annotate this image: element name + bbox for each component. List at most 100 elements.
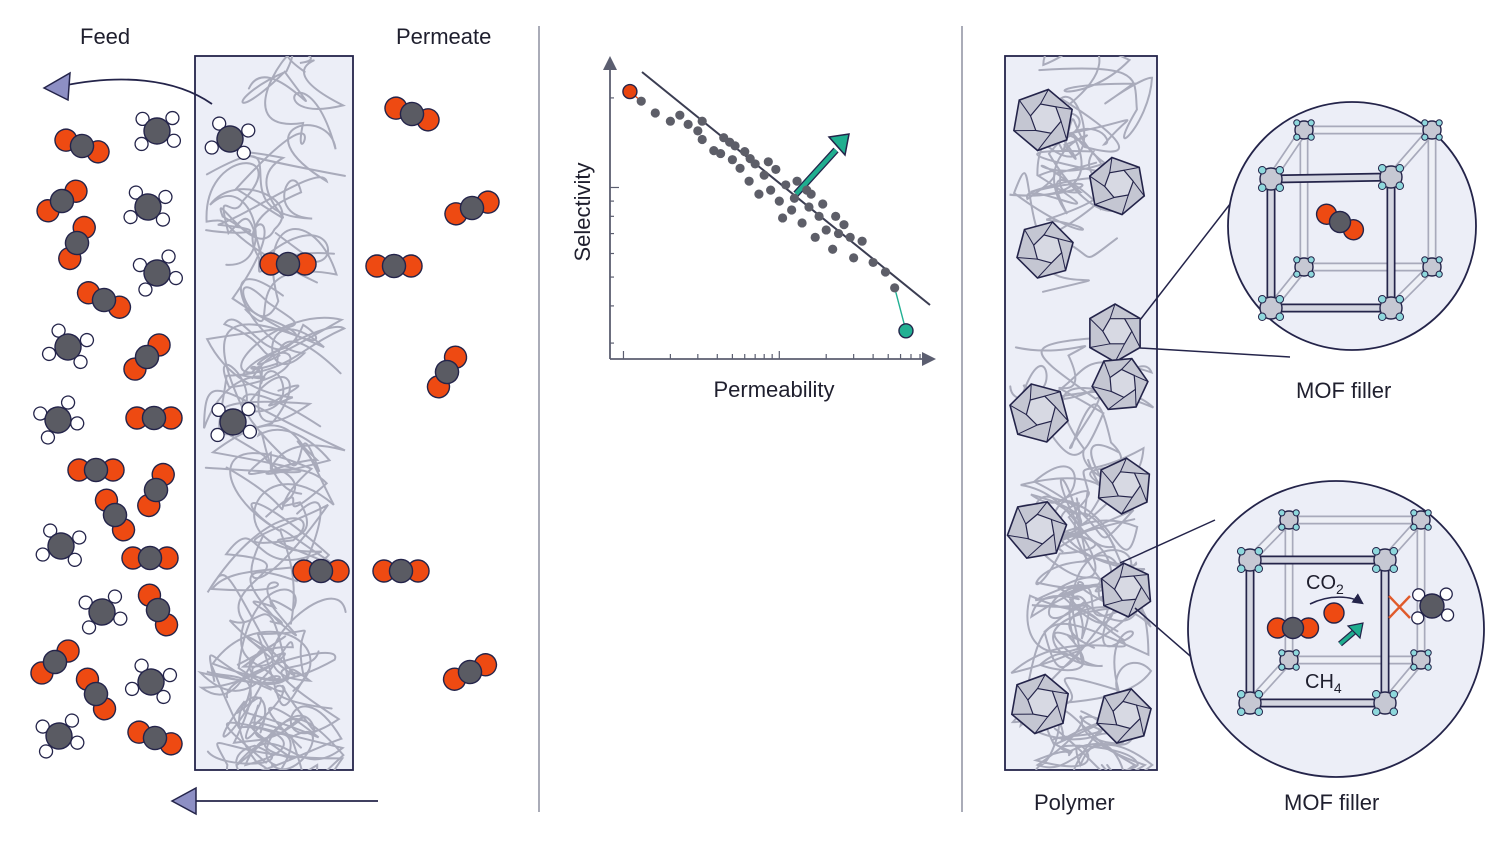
metal-node <box>1422 120 1443 141</box>
feed-label: Feed <box>80 24 130 50</box>
bottom-arrow-head <box>172 788 196 814</box>
metal-node <box>1372 690 1397 715</box>
node-atom <box>1396 295 1403 302</box>
mof-filler-bottom-label: MOF filler <box>1284 790 1379 816</box>
data-point <box>778 213 787 222</box>
metal-node <box>1237 547 1262 572</box>
x-axis-label: Permeability <box>713 377 834 402</box>
co2-molecule <box>373 559 429 582</box>
metal-node <box>1378 295 1403 320</box>
node-atom <box>1308 120 1314 126</box>
linker-strut-fill <box>1271 177 1391 179</box>
node-atom <box>1294 271 1300 277</box>
metal-node <box>1279 510 1300 531</box>
co2-molecule <box>55 213 100 274</box>
data-point <box>831 212 840 221</box>
data-point <box>890 283 899 292</box>
data-point <box>804 202 813 211</box>
node-atom <box>1308 271 1314 277</box>
data-point <box>775 197 784 206</box>
ch4-molecule <box>34 713 85 759</box>
data-point <box>814 212 823 221</box>
co2-molecule <box>260 252 316 275</box>
metal-node <box>1411 510 1432 531</box>
robeson-chart: Permeability Selectivity <box>570 56 936 402</box>
data-point <box>675 111 684 120</box>
node-atom <box>1436 120 1442 126</box>
co2-molecule <box>423 342 471 402</box>
permeate-label: Permeate <box>396 24 491 50</box>
node-atom <box>1436 271 1442 277</box>
polymer-label: Polymer <box>1034 790 1115 816</box>
node-atom <box>1237 708 1244 715</box>
node-atom <box>1255 708 1262 715</box>
co2-molecule <box>74 278 135 323</box>
co2-molecule <box>366 254 422 277</box>
data-point <box>744 177 753 186</box>
node-atom <box>1255 547 1262 554</box>
ch4-molecule <box>135 112 180 151</box>
node-atom <box>1396 182 1403 189</box>
data-point <box>728 155 737 164</box>
node-atom <box>1390 690 1397 697</box>
metal-node <box>1422 257 1443 278</box>
data-point <box>781 180 790 189</box>
carbon-atom <box>142 406 165 429</box>
carbon-atom <box>84 458 107 481</box>
carbon-atom <box>382 254 405 277</box>
node-atom <box>1436 134 1442 140</box>
node-atom <box>1411 510 1417 516</box>
node-atom <box>1396 164 1403 171</box>
node-atom <box>1276 184 1283 191</box>
hydrogen-atom <box>211 428 224 441</box>
co2-molecule <box>440 650 501 695</box>
hydrogen-atom <box>135 137 148 150</box>
mof-filler-top-label: MOF filler <box>1296 378 1391 404</box>
co2-molecule <box>293 559 349 582</box>
carbon-atom <box>389 559 412 582</box>
node-atom <box>1411 650 1417 656</box>
carbon-atom <box>309 559 332 582</box>
metal-node <box>1411 650 1432 671</box>
carbon-atom <box>138 546 161 569</box>
data-point <box>746 154 755 163</box>
metal-node <box>1237 690 1262 715</box>
feed-arrow-head <box>44 73 70 100</box>
node-atom <box>1372 690 1379 697</box>
endpoint-marker <box>623 85 637 99</box>
node-atom <box>1372 565 1379 572</box>
co2-molecule <box>122 546 178 569</box>
data-point <box>869 258 878 267</box>
x-axis-arrowhead <box>922 352 936 366</box>
data-point <box>760 171 769 180</box>
node-atom <box>1279 510 1285 516</box>
node-atom <box>1237 565 1244 572</box>
node-atom <box>1255 565 1262 572</box>
hydrogen-atom <box>242 403 255 416</box>
scatter-points <box>623 85 913 338</box>
metal-node <box>1378 164 1403 189</box>
node-atom <box>1436 257 1442 263</box>
ch4-molecule <box>31 394 87 446</box>
data-point <box>818 199 827 208</box>
data-point <box>839 220 848 229</box>
node-atom <box>1425 524 1431 530</box>
co2-molecule <box>1268 618 1319 639</box>
node-atom <box>1425 664 1431 670</box>
node-atom <box>1294 120 1300 126</box>
node-atom <box>1422 257 1428 263</box>
co2-molecule <box>126 406 182 429</box>
node-atom <box>1425 650 1431 656</box>
y-ticks <box>610 98 619 343</box>
co2-molecule <box>119 329 175 385</box>
node-atom <box>1279 524 1285 530</box>
node-atom <box>1258 313 1265 320</box>
node-atom <box>1258 295 1265 302</box>
node-atom <box>1276 166 1283 173</box>
node-atom <box>1372 708 1379 715</box>
y-axis-arrowhead <box>603 56 617 70</box>
node-atom <box>1372 547 1379 554</box>
endpoint-marker <box>899 324 913 338</box>
data-point <box>754 190 763 199</box>
carbon-atom <box>1283 618 1304 639</box>
